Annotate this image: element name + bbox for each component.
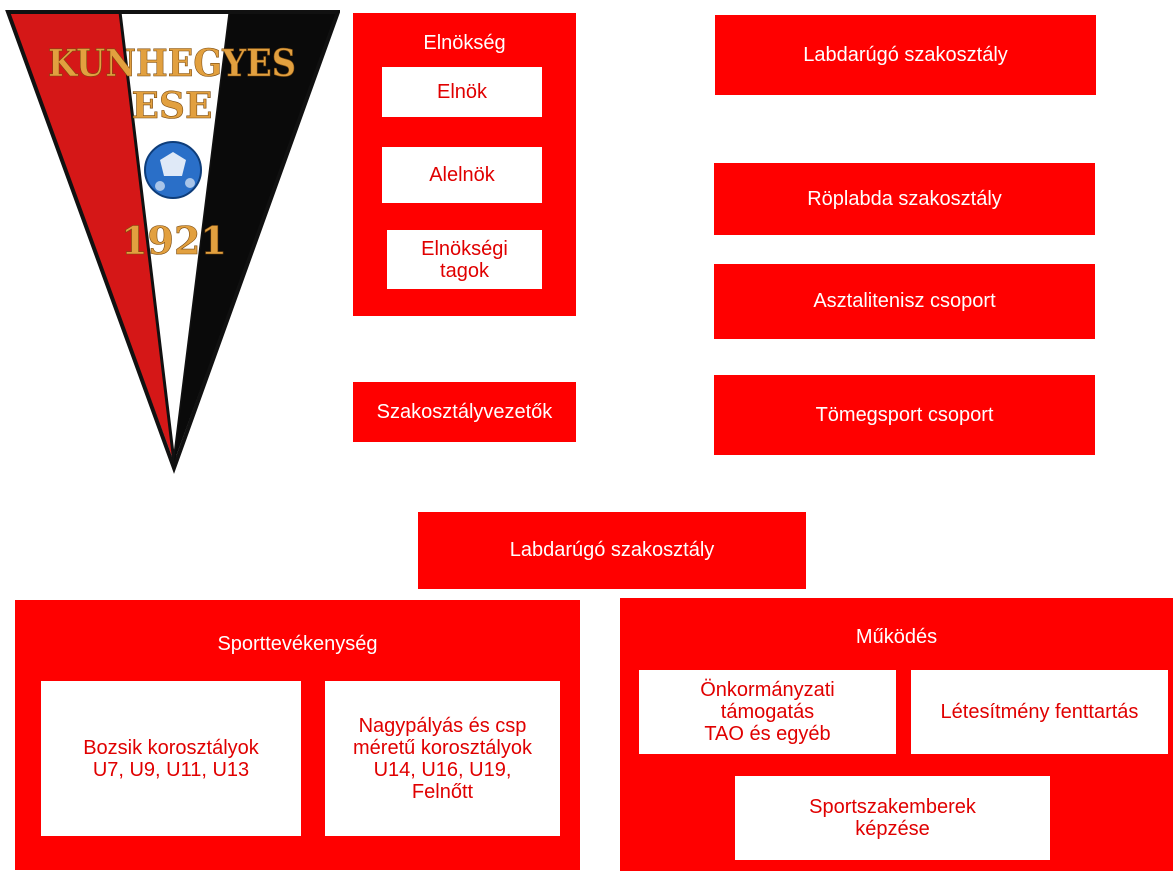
kepzes-box: Sportszakemberek képzése (735, 776, 1050, 860)
ball-icon (144, 141, 202, 199)
mukodes-title: Működés (855, 626, 938, 648)
bozsik-box: Bozsik korosztályok U7, U9, U11, U13 (41, 681, 301, 836)
onkormanyzati-box: Önkormányzati támogatás TAO és egyéb (639, 670, 896, 754)
elnok-box: Elnök (382, 67, 542, 117)
szakosztalyvezetok-box: Szakosztályvezetők (353, 382, 576, 442)
sporttevekenyseg-title: Sporttevékenység (217, 633, 378, 655)
letesitmeny-box: Létesítmény fenttartás (911, 670, 1168, 754)
sporttevekenyseg-box: Sporttevékenység Bozsik korosztályok U7,… (15, 600, 580, 870)
tomegsport-box: Tömegsport csoport (714, 375, 1095, 455)
logo-outline (5, 10, 340, 474)
mukodes-box: Működés Önkormányzati támogatás TAO és e… (620, 598, 1173, 871)
nagypalyas-box: Nagypályás és csp méretű korosztályok U1… (325, 681, 560, 836)
elnoksegi-tagok-box: Elnökségi tagok (387, 230, 542, 289)
alelnok-box: Alelnök (382, 147, 542, 203)
club-logo: KUNHEGYES ESE 1921 (5, 10, 340, 474)
asztalitenisz-box: Asztalitenisz csoport (714, 264, 1095, 339)
logo-line1: KUNHEGYES (48, 41, 296, 85)
elnokseg-box: Elnökség Elnök Alelnök Elnökségi tagok (353, 13, 576, 316)
roplabda-box: Röplabda szakosztály (714, 163, 1095, 235)
labdarugo-box: Labdarúgó szakosztály (715, 15, 1096, 95)
logo-line2: ESE (132, 85, 213, 127)
elnokseg-title: Elnökség (423, 32, 506, 54)
football-title-box: Labdarúgó szakosztály (418, 512, 806, 589)
logo-year: 1921 (121, 218, 227, 263)
